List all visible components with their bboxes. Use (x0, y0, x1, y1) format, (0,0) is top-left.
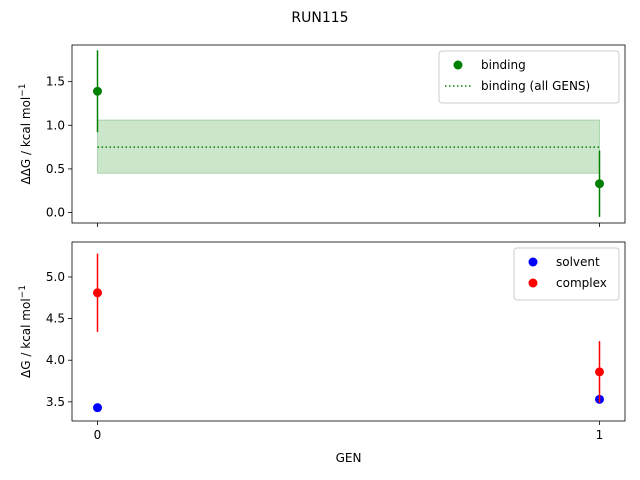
legend-label: binding (481, 58, 526, 72)
legend-label: solvent (556, 255, 600, 269)
y-tick-label: 1.5 (46, 75, 65, 89)
axes-frame (71, 44, 626, 224)
y-axis-label-unit-exp: −1 (18, 83, 28, 96)
y-axis-label: ΔΔG / kcal mol−1 (18, 83, 33, 184)
y-axis-label-main: ΔΔG / kcal mol (19, 97, 33, 185)
y-tick-label: 4.0 (46, 353, 65, 367)
legend-label: binding (all GENS) (481, 79, 590, 93)
x-tick-label: 1 (596, 428, 604, 442)
legend-frame (438, 50, 620, 104)
data-point (93, 288, 102, 298)
data-point (93, 86, 102, 96)
y-tick-label: 0.5 (46, 162, 65, 176)
solvent-complex-panel: 3.5 4.0 4.5 5.0 0 1 ΔG / kcal mol−1 solvent comp… (18, 241, 626, 442)
y-axis-label-main: ΔG / kcal mol (19, 298, 33, 378)
legend-frame (513, 247, 620, 301)
legend-marker (528, 257, 538, 267)
x-axis-label: GEN (336, 451, 362, 465)
legend-label: complex (556, 276, 607, 290)
y-tick-label: 1.0 (46, 118, 65, 132)
data-point (595, 179, 604, 189)
y-tick-label: 5.0 (46, 270, 65, 284)
data-point (93, 403, 102, 413)
legend: solvent complex (513, 247, 620, 301)
uncertainty-band (97, 119, 600, 174)
legend-marker (528, 278, 538, 288)
chart-title: RUN115 (291, 10, 348, 26)
y-tick-label: 3.5 (46, 395, 65, 409)
data-point (595, 367, 604, 377)
y-axis-label-unit-exp: −1 (18, 285, 28, 298)
legend: binding binding (all GENS) (438, 50, 620, 104)
y-tick-label: 0.0 (46, 206, 65, 220)
legend-marker (453, 60, 463, 70)
axes-frame (71, 241, 626, 422)
y-tick-label: 4.5 (46, 312, 65, 326)
x-tick-label: 0 (94, 428, 102, 442)
y-axis-label: ΔG / kcal mol−1 (18, 285, 33, 378)
